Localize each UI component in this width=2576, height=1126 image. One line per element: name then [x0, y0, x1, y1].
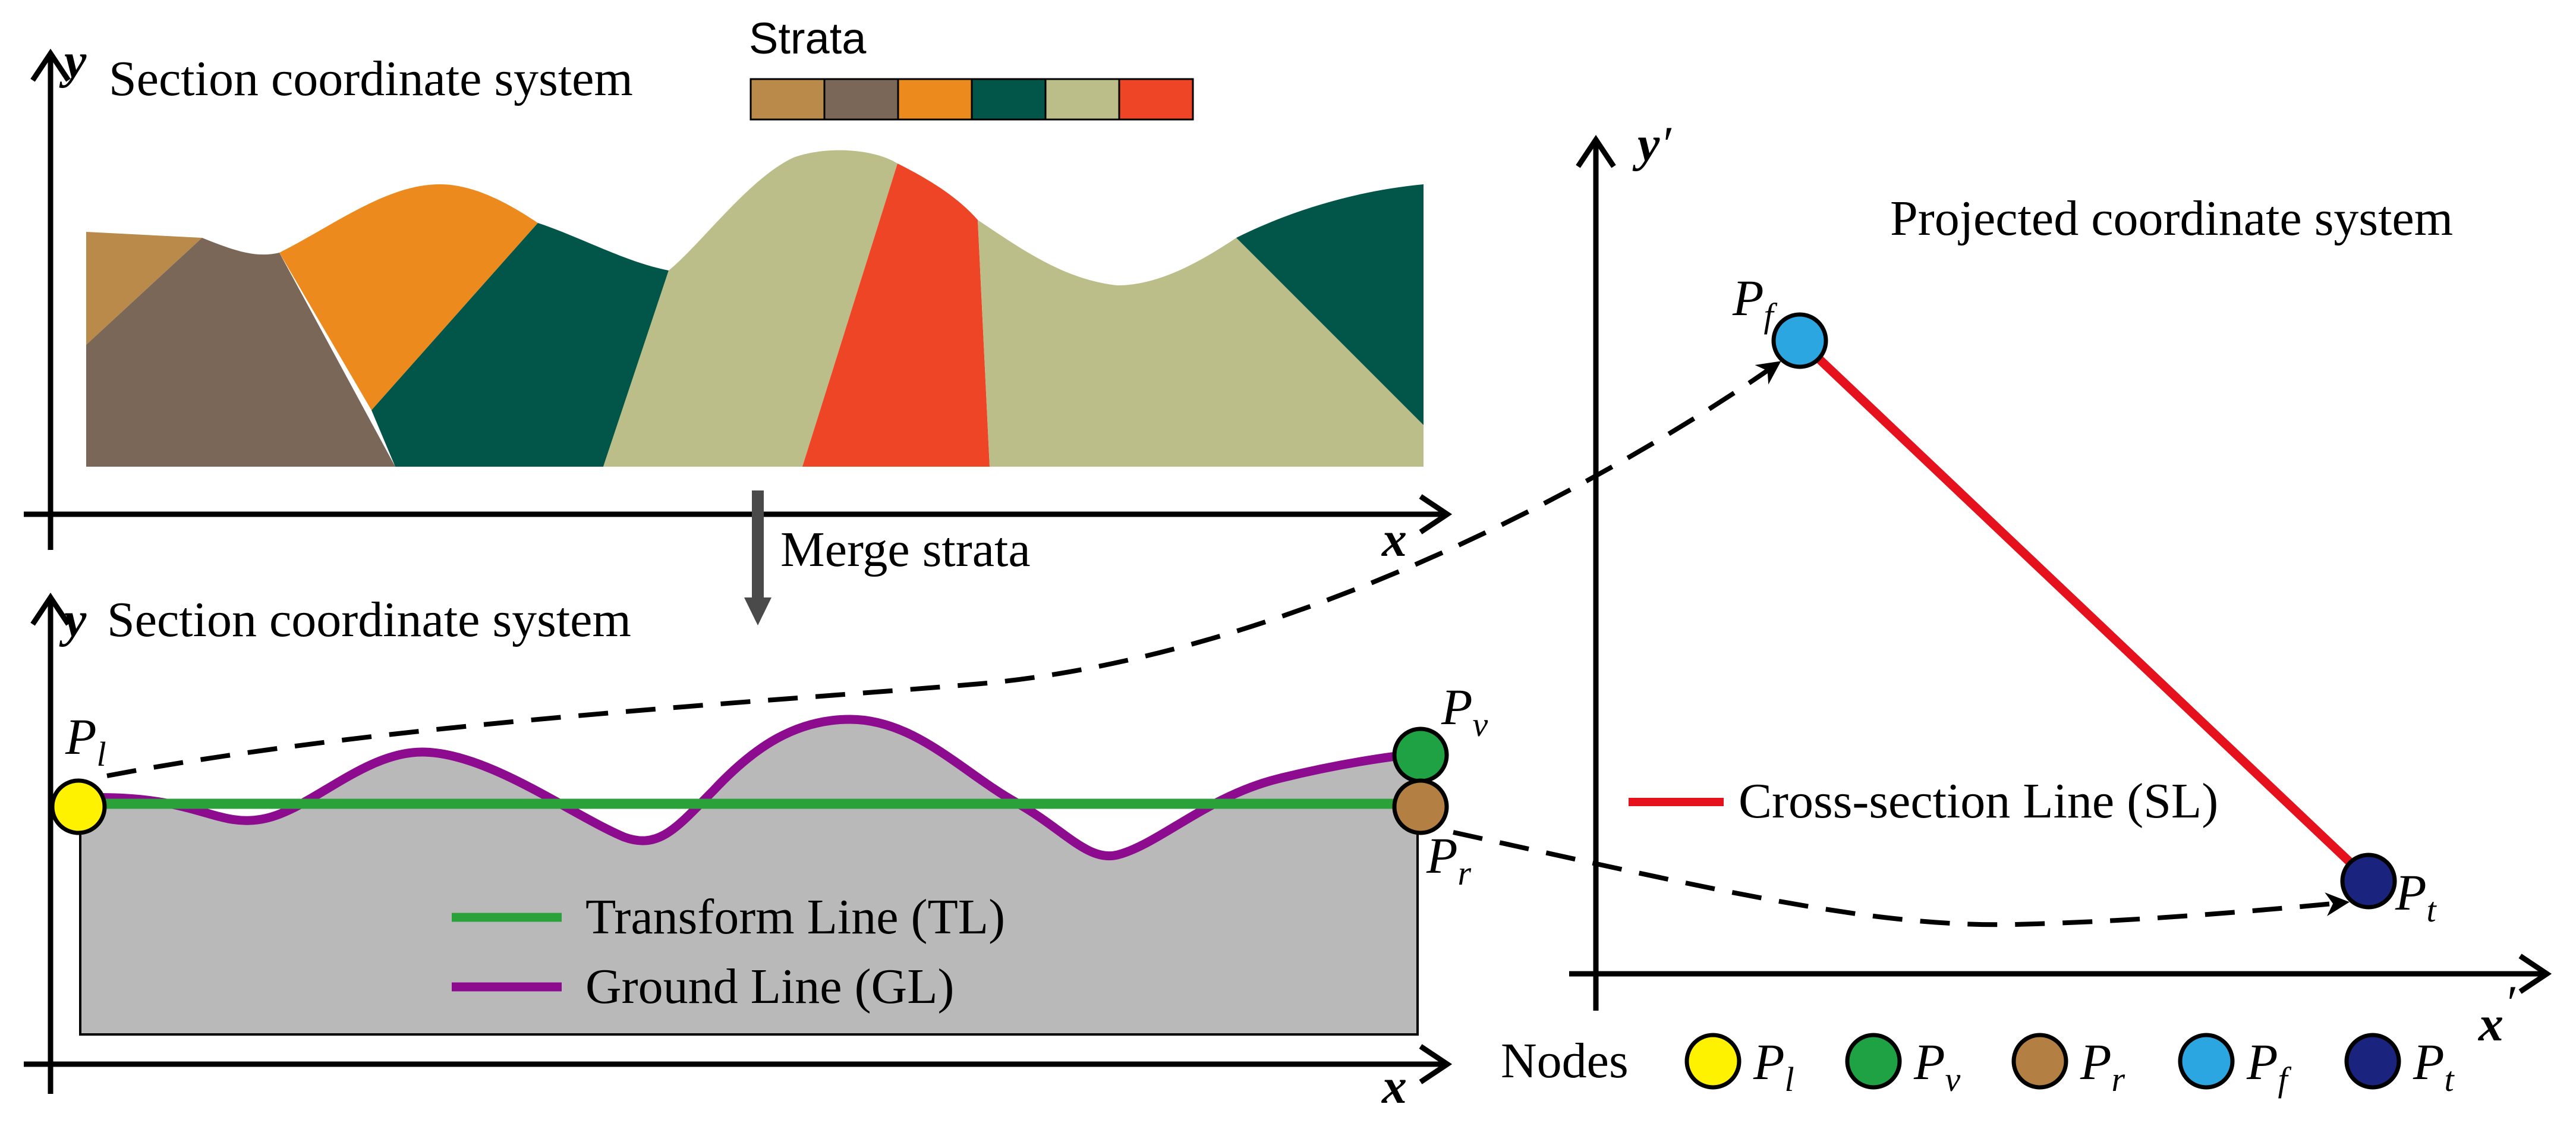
- merge-arrow: Merge strata: [744, 490, 1031, 625]
- right-x-label: x′: [2477, 976, 2518, 1052]
- top-x-arrowhead: [1419, 494, 1453, 534]
- top-y-label: y: [59, 33, 87, 89]
- bottom-panel-title: Section coordinate system: [107, 592, 631, 647]
- node-pr: [1392, 778, 1449, 835]
- strata-legend-swatch-1: [750, 78, 826, 121]
- strata-legend: [750, 78, 1194, 121]
- stratum-5b: [978, 220, 1424, 467]
- node-pv-label: Pv: [1441, 678, 1488, 744]
- stratum-1: [86, 232, 202, 345]
- nodes-legend-pf-label: Pf: [2246, 1033, 2292, 1099]
- cross-section-line: [1796, 337, 2372, 883]
- right-x-arrowhead: [2518, 954, 2552, 994]
- nodes-legend-pv-label: Pv: [1913, 1033, 1961, 1099]
- strata-legend-swatch-6: [1118, 78, 1194, 121]
- stratum-5a: [603, 150, 897, 467]
- node-pf: [1771, 312, 1828, 369]
- nodes-legend-pt-label: Pt: [2413, 1033, 2455, 1099]
- node-pl-label: Pl: [65, 708, 106, 773]
- node-pt: [2340, 853, 2397, 910]
- stratum-4a: [371, 223, 669, 467]
- node-pf-label: Pf: [1732, 269, 1778, 335]
- stratum-2: [86, 238, 395, 467]
- strata-legend-swatch-4: [971, 78, 1047, 121]
- merge-label: Merge strata: [780, 522, 1031, 577]
- bottom-panel: y Section coordinate system x Transform …: [24, 361, 2350, 1114]
- nodes-legend-pr-marker: [2011, 1033, 2068, 1090]
- ground-line-legend-label: Ground Line (GL): [585, 959, 954, 1014]
- top-panel: y Section coordinate system x Strata: [24, 14, 1453, 567]
- strata-section: [86, 150, 1424, 467]
- stratum-6: [802, 163, 990, 467]
- nodes-legend-pl-marker: [1684, 1033, 1742, 1090]
- nodes-legend-title: Nodes: [1501, 1033, 1629, 1089]
- cross-section-legend-label: Cross-section Line (SL): [1739, 773, 2218, 829]
- bottom-x-arrowhead: [1419, 1044, 1453, 1084]
- bottom-x-label: x: [1381, 1059, 1407, 1114]
- strata-legend-swatch-5: [1044, 78, 1120, 121]
- nodes-legend-pf-marker: [2178, 1033, 2235, 1090]
- dashed-map-pl-to-pf: [106, 361, 1781, 778]
- transform-line-legend-label: Transform Line (TL): [585, 889, 1005, 945]
- top-y-arrowhead: [30, 48, 71, 82]
- right-y-label: y′: [1632, 117, 1674, 172]
- right-panel-title: Projected coordinate system: [1890, 191, 2453, 246]
- dashed-map-pr-to-pt: [1453, 830, 2350, 927]
- stratum-4b: [1236, 184, 1424, 425]
- ground-line: [83, 715, 1418, 861]
- right-panel: y′ x′ Projected coordinate system Cross-…: [1569, 117, 2552, 1052]
- bottom-y-arrowhead: [30, 592, 71, 626]
- node-pr-label: Pr: [1426, 827, 1472, 892]
- nodes-legend-pv-marker: [1845, 1033, 1902, 1090]
- nodes-legend-pr-label: Pr: [2080, 1033, 2125, 1099]
- nodes-legend: Nodes Pl Pv Pr Pf Pt: [1501, 1033, 2455, 1099]
- top-x-label: x: [1381, 512, 1407, 567]
- nodes-legend-pl-label: Pl: [1753, 1033, 1794, 1099]
- node-pl: [50, 778, 107, 835]
- merge-arrow-head: [744, 597, 771, 625]
- strata-legend-swatch-3: [897, 78, 973, 121]
- node-pt-label: Pt: [2395, 864, 2438, 929]
- stratum-3: [279, 184, 538, 410]
- nodes-legend-pt-marker: [2344, 1033, 2401, 1090]
- right-y-arrowhead: [1576, 134, 1616, 168]
- strata-legend-title: Strata: [749, 14, 867, 63]
- top-panel-title: Section coordinate system: [109, 51, 633, 106]
- node-pv: [1392, 726, 1449, 784]
- merge-arrow-shaft: [752, 490, 764, 600]
- strata-legend-swatch-2: [823, 78, 899, 121]
